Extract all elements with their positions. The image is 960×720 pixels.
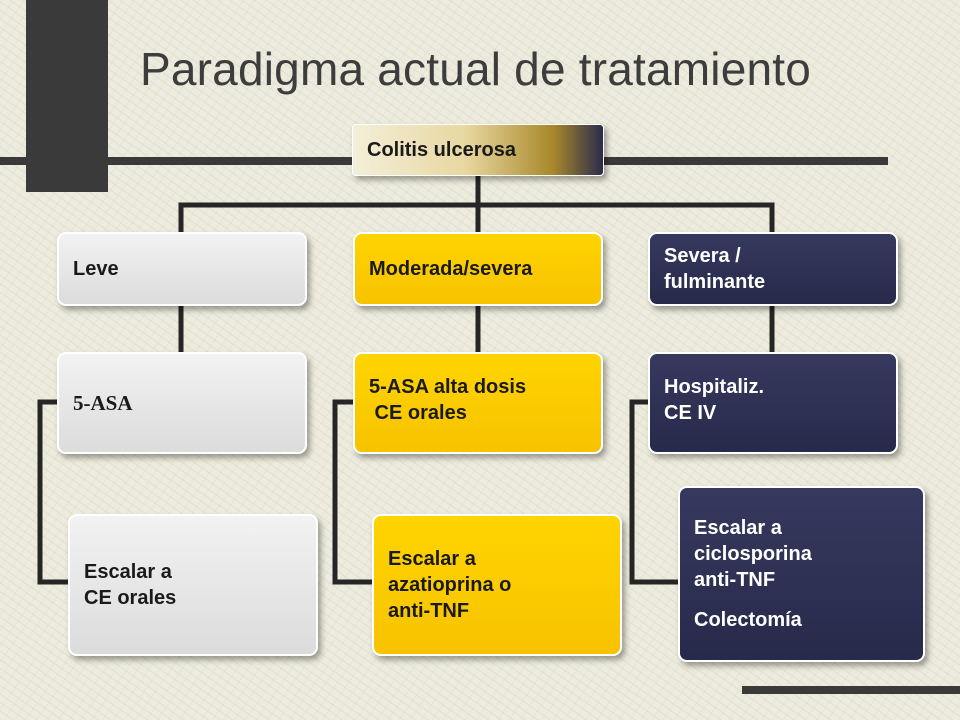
- category-leve-label: Leve: [73, 258, 119, 280]
- escalation-severa-label: Escalar a ciclosporina anti-TNF: [694, 517, 812, 591]
- treatment-moderada-label: 5-ASA alta dosis CE orales: [369, 376, 527, 424]
- treatment-severa-label: Hospitaliz. CE IV: [664, 376, 765, 424]
- page-title: Paradigma actual de tratamiento: [140, 43, 812, 95]
- connector-severa-escalation: [629, 399, 683, 585]
- escalation-leve-label: Escalar a CE orales: [84, 561, 177, 609]
- escalation-moderada: Escalar a azatioprina o anti-TNF: [372, 514, 622, 656]
- root-node-label: Colitis ulcerosa: [367, 139, 516, 161]
- treatment-moderada: 5-ASA alta dosis CE orales: [353, 352, 603, 454]
- category-severa-label: Severa / fulminante: [664, 245, 766, 293]
- root-node-colitis-ulcerosa: Colitis ulcerosa: [352, 124, 604, 176]
- escalation-severa-colectomia: Colectomía: [694, 609, 802, 631]
- category-moderada-severa: Moderada/severa: [353, 232, 603, 306]
- treatment-leve-label: 5-ASA: [73, 391, 133, 415]
- connector-leve-escalation: [37, 399, 73, 585]
- escalation-moderada-label: Escalar a azatioprina o anti-TNF: [388, 548, 512, 622]
- category-moderada-label: Moderada/severa: [369, 258, 533, 280]
- escalation-leve: Escalar a CE orales: [68, 514, 318, 656]
- escalation-severa: Escalar a ciclosporina anti-TNF Colectom…: [678, 486, 925, 662]
- category-leve: Leve: [57, 232, 307, 306]
- treatment-severa: Hospitaliz. CE IV: [648, 352, 898, 454]
- category-severa-fulminante: Severa / fulminante: [648, 232, 898, 306]
- connector-moderada-escalation: [332, 399, 378, 585]
- treatment-leve: 5-ASA: [57, 352, 307, 454]
- decorative-horizontal-bar-bottom: [742, 686, 960, 694]
